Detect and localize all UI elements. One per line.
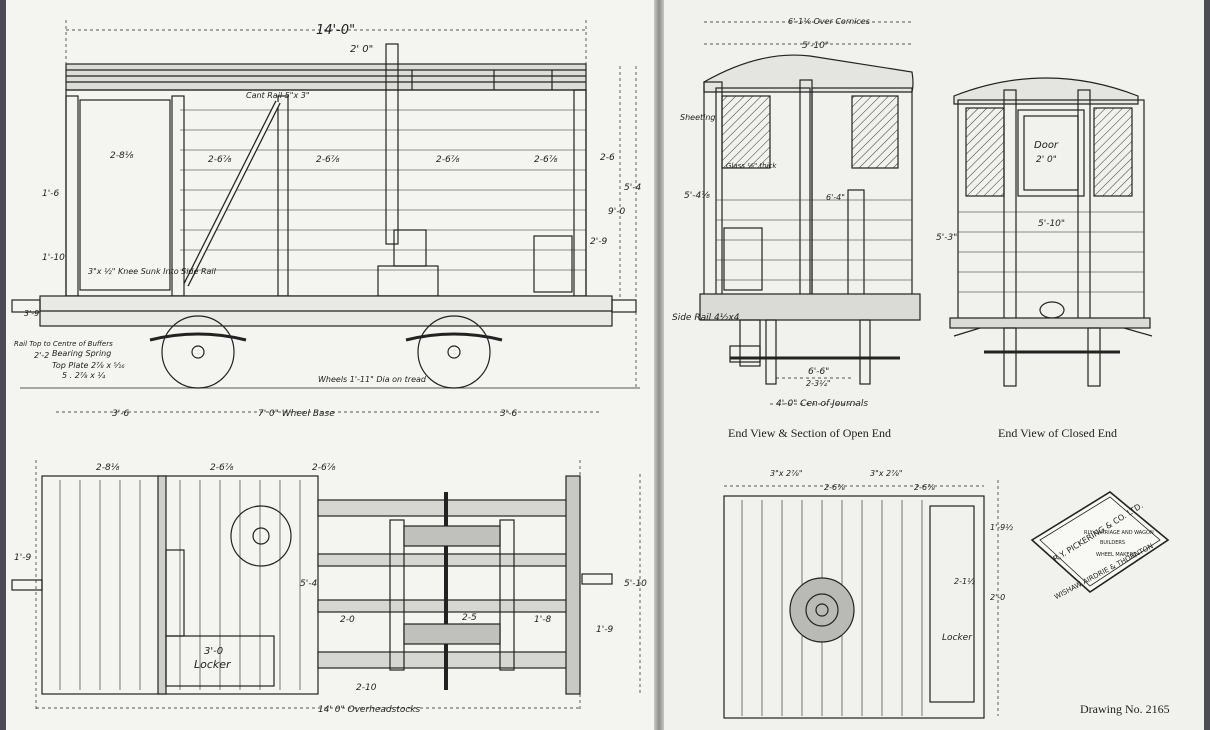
plan-dim-2: 2-5 bbox=[462, 613, 477, 623]
panel-width-4: 2-6⅞ bbox=[436, 155, 460, 165]
height-dim-3: 9'-0 bbox=[608, 207, 625, 217]
height-dim-4: 2'-9 bbox=[590, 237, 607, 247]
stamp-line-3: BUILDERS bbox=[1100, 540, 1125, 546]
top-dim-label: 2' 0" bbox=[350, 44, 373, 55]
open-height-label: 5'-4⅞ bbox=[684, 191, 710, 201]
plan-side-dim-3: 5'-4 bbox=[300, 579, 317, 589]
end-view-open-drawing bbox=[699, 21, 921, 405]
plan-side-dim-2: 5'-10 bbox=[624, 579, 647, 589]
side-rail-label: Side Rail 4½x4 bbox=[672, 313, 740, 323]
plan-locker-label: Locker bbox=[194, 658, 232, 671]
floor-top-dim-3: 2-6⅞ bbox=[824, 483, 845, 492]
open-width-lower: 6'-4" bbox=[826, 193, 845, 202]
plan-dim-3: 2-0 bbox=[340, 615, 355, 625]
journals-label: 4'-0" Cen of Journals bbox=[776, 399, 868, 409]
floor-top-dim-2: 3"x 2⅞" bbox=[870, 469, 903, 478]
stamp-line-2: RLY CARRIAGE AND WAGON bbox=[1084, 530, 1154, 536]
bearing-spring-label: Bearing Spring bbox=[52, 349, 111, 358]
dim-2-2: 2'-2 bbox=[34, 351, 49, 360]
plan-dim-4: 1'-8 bbox=[534, 615, 551, 625]
end-view-closed-drawing bbox=[949, 77, 1153, 387]
top-plate-label: Top Plate 2⅞ x ⁵⁄₁₆ bbox=[52, 361, 125, 370]
half-width-label: 2-3¼" bbox=[806, 379, 831, 388]
wheel-base-label: 7' 0" Wheel Base bbox=[258, 409, 335, 419]
closed-width-label: 5'-10" bbox=[1038, 219, 1065, 229]
plan-top-dim-2: 2-6⅞ bbox=[210, 463, 234, 473]
plan-dim-1: 2-10 bbox=[356, 683, 377, 693]
overhang-left: 3'-6 bbox=[112, 409, 129, 419]
cornice-label: 6'-1⅛ Over Cornices bbox=[788, 17, 870, 26]
height-dim-6: 1'-10 bbox=[42, 253, 65, 263]
floor-top-dim-1: 3"x 2⅞" bbox=[770, 469, 803, 478]
floor-dim-3: 1'-9½ bbox=[990, 523, 1013, 532]
drawing-number: Drawing No. 2165 bbox=[1080, 702, 1170, 716]
floor-plan-drawing bbox=[723, 480, 999, 719]
glass-note: Glass ⅛" thick bbox=[726, 162, 777, 170]
plan-top-dim-3: 2-6⅞ bbox=[312, 463, 336, 473]
cant-rail-label: Cant Rail 5"x 3" bbox=[246, 91, 310, 100]
plan-overall-length: 14' 0" Overheadstocks bbox=[318, 705, 421, 715]
plan-top-dim-1: 2-8⅛ bbox=[96, 463, 120, 473]
height-dim-1: 2-6 bbox=[600, 153, 615, 163]
floor-top-dim-4: 2-6⅞ bbox=[914, 483, 935, 492]
panel-width-3: 2-6⅞ bbox=[316, 155, 340, 165]
height-dim-5: 1'-6 bbox=[42, 189, 59, 199]
open-width-label: 5'-10" bbox=[802, 41, 829, 51]
plan-side-dim-4: 1'-9 bbox=[596, 625, 613, 635]
panel-width-2: 2-6⅞ bbox=[208, 155, 232, 165]
overhang-right: 3'-6 bbox=[500, 409, 517, 419]
dim-3-9: 3'-9 bbox=[24, 309, 39, 318]
rail-note: Rail Top to Centre of Buffers bbox=[14, 340, 113, 348]
plan-side-dim-1: 1'-9 bbox=[14, 553, 31, 563]
plates-label: 5 . 2⅞ x ¼ bbox=[62, 371, 105, 380]
builder-stamp bbox=[1030, 491, 1170, 594]
knee-note: 3"x ½" Knee Sunk Into Side Rail bbox=[88, 267, 217, 276]
panel-width-1: 2-8⅛ bbox=[110, 151, 134, 161]
overall-length-label: 14'-0" bbox=[316, 23, 355, 38]
closed-height-label: 5'-3" bbox=[936, 233, 957, 243]
height-dim-2: 5'-4 bbox=[624, 183, 641, 193]
stamp-line-4: WHEEL MAKERS bbox=[1096, 552, 1136, 558]
floor-locker-label: Locker bbox=[942, 633, 973, 643]
plan-view-drawing bbox=[11, 460, 641, 712]
closed-end-caption: End View of Closed End bbox=[998, 426, 1118, 440]
book-gutter bbox=[654, 0, 664, 730]
sheeting-label: Sheeting bbox=[680, 113, 716, 122]
floor-dim-1: 2-1½ bbox=[954, 577, 975, 586]
door-label: Door bbox=[1034, 140, 1059, 151]
centres-label: 6'-6" bbox=[808, 367, 829, 377]
wheels-note: Wheels 1'-11" Dia on tread bbox=[318, 375, 427, 384]
open-end-caption: End View & Section of Open End bbox=[728, 426, 892, 440]
door-width-label: 2' 0" bbox=[1036, 155, 1057, 165]
side-elevation-drawing bbox=[11, 20, 640, 413]
floor-dim-2: 2'-0 bbox=[990, 593, 1005, 602]
plan-locker-width: 3'-0 bbox=[204, 646, 223, 657]
panel-width-5: 2-6⅞ bbox=[534, 155, 558, 165]
